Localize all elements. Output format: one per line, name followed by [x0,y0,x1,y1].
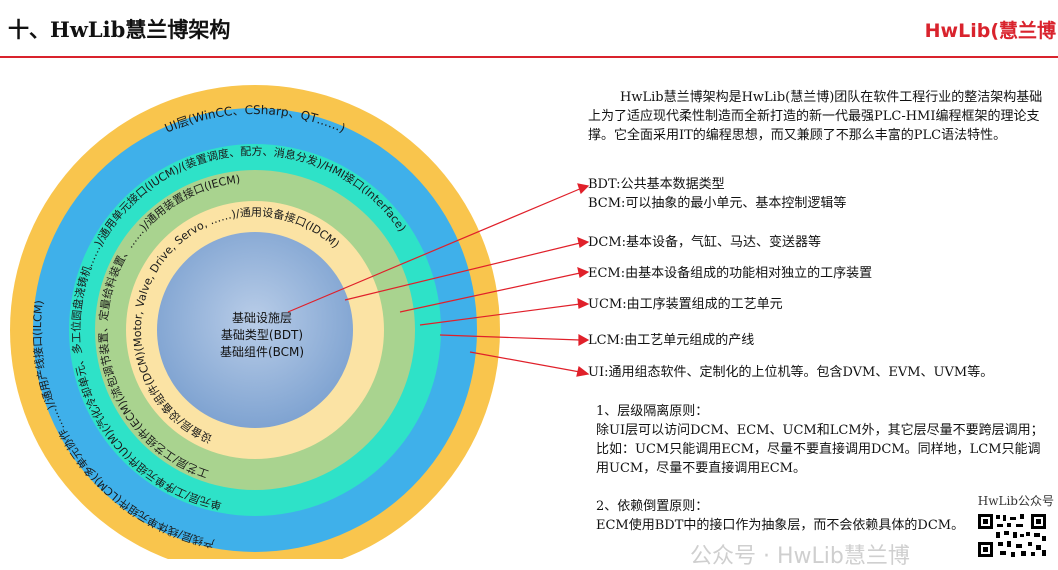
architecture-diagram: UI层(WinCC、CSharp、QT……) 产线层/线体单元组件(LCM)(多… [10,85,590,559]
arrow-ui [469,351,581,373]
arrow-dcm [344,242,581,301]
arrow-bdt [287,187,583,313]
arrow-ecm [399,272,581,313]
arrow-lcm [439,334,581,341]
core-label-infra: 基础设施层 [232,311,292,325]
definition-bdt: BDT:公共基本数据类型 [588,177,725,192]
header-divider [0,56,1058,58]
principle-2-body: ECM使用BDT中的接口作为抽象层，而不会依赖具体的DCM。 [596,518,965,533]
arrowhead-bdt [577,183,590,195]
watermark: 公众号 · HwLib慧兰博 [690,544,910,569]
qr-code [976,512,1048,559]
principle-2-heading: 2、依赖倒置原则： [596,499,709,514]
core-label-bcm: 基础组件(BCM) [220,345,304,359]
definition-ecm: ECM:由基本设备组成的功能相对独立的工序装置 [588,266,873,281]
core-label-bdt: 基础类型(BDT) [221,328,303,342]
arrowhead-ucm [577,297,590,309]
arrowhead-ui [576,365,590,377]
arrowhead-ecm [577,267,590,278]
definition-lcm: LCM:由工艺单元组成的产线 [588,333,755,348]
definition-ucm: UCM:由工序装置组成的工艺单元 [588,297,783,312]
principle-1-body: 除UI层可以访问DCM、ECM、UCM和LCM外，其它层尽量不要跨层调用；比如：… [596,423,1044,476]
page-title: 十、HwLib慧兰博架构 [8,17,231,42]
arrowhead-lcm [578,333,590,347]
core-circle [157,232,353,428]
principle-1-heading: 1、层级隔离原则： [596,404,709,419]
definition-bcm: BCM:可以抽象的最小单元、基本控制逻辑等 [588,196,847,211]
qr-label: HwLib公众号 [977,494,1054,508]
arrow-ucm [419,303,581,326]
arrowhead-dcm [577,237,590,248]
intro-paragraph: HwLib慧兰博架构是HwLib(慧兰博)团队在软件工程行业的整洁架构基础上为了… [588,90,1043,143]
brand-logo: HwLib(慧兰博 [924,20,1056,42]
definition-ui: UI:通用组态软件、定制化的上位机等。包含DVM、EVM、UVM等。 [588,365,994,380]
header: 十、HwLib慧兰博架构 HwLib(慧兰博 [0,0,1058,60]
definition-dcm: DCM:基本设备，气缸、马达、变送器等 [588,235,822,250]
